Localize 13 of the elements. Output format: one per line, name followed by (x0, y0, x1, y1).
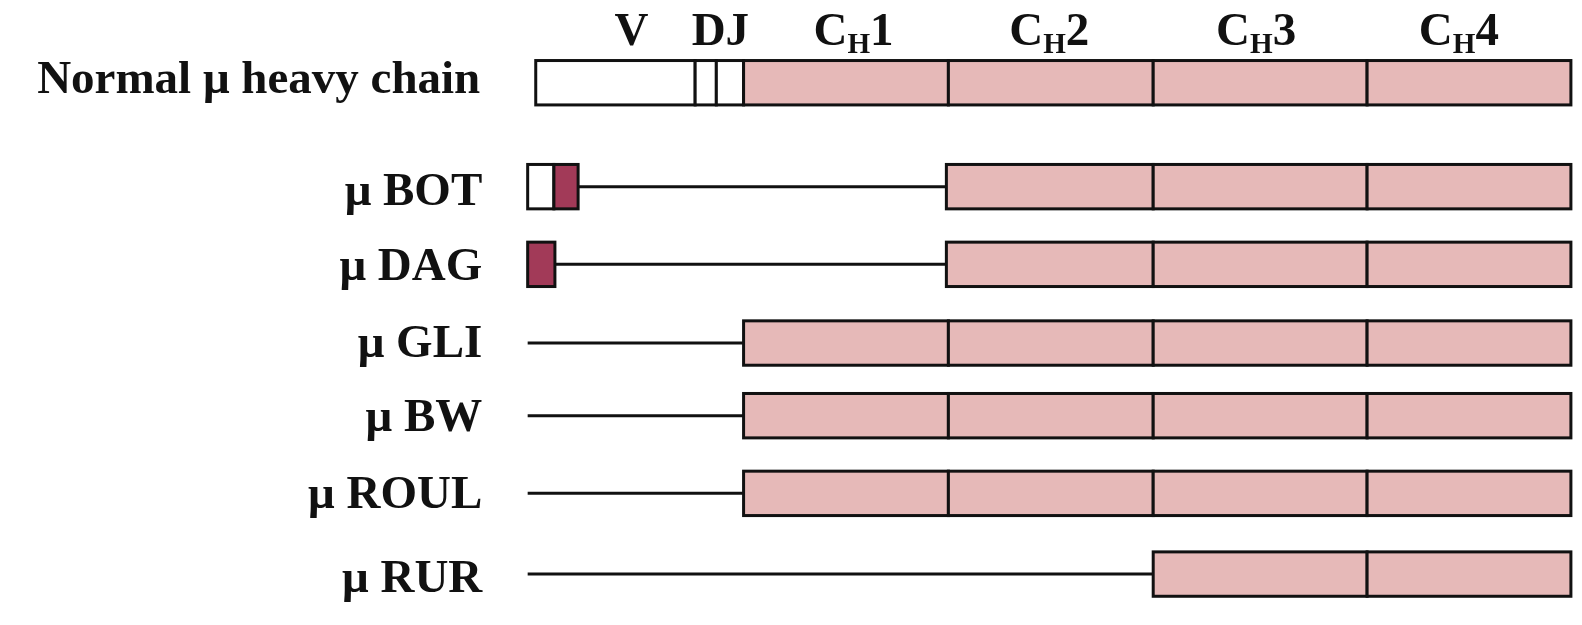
row-label: μ GLI (357, 317, 483, 365)
row-label: Normal μ heavy chain (37, 54, 481, 102)
column-label: C$_{H}$3 (1216, 5, 1297, 53)
column-label: DJ (691, 5, 750, 53)
row-label: μ RUR (342, 552, 483, 600)
column-label: C$_{H}$2 (1009, 5, 1090, 53)
row-label: μ ROUL (308, 468, 483, 516)
row-label: μ BOT (344, 166, 483, 214)
row-label: μ DAG (339, 240, 483, 288)
column-label: V (614, 5, 649, 53)
column-label: C$_{H}$4 (1418, 5, 1499, 53)
column-label: C$_{H}$1 (813, 5, 894, 53)
row-label: μ BW (365, 392, 483, 440)
